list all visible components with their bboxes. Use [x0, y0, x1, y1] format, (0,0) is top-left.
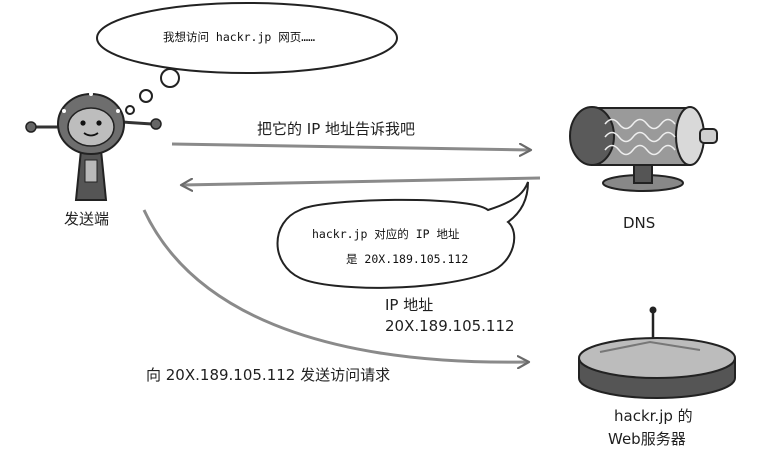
- web-server-icon: [578, 306, 736, 399]
- server-label-line2: Web服务器: [608, 430, 686, 448]
- sender-label: 发送端: [64, 210, 110, 228]
- response-arrow: [182, 176, 541, 185]
- dns-server-icon: [569, 106, 718, 192]
- query-arrow: [171, 142, 530, 150]
- ip-address-label: IP 地址: [385, 296, 434, 314]
- ip-address-value: 20X.189.105.112: [385, 317, 515, 335]
- sender-robot-icon: [25, 92, 162, 201]
- answer-bubble-line1: hackr.jp 对应的 IP 地址: [312, 227, 460, 241]
- access-request-label: 向 20X.189.105.112 发送访问请求: [146, 366, 391, 384]
- answer-bubble-line2: 是 20X.189.105.112: [346, 252, 469, 266]
- server-label-line1: hackr.jp 的: [614, 407, 693, 425]
- dns-label: DNS: [623, 214, 656, 232]
- answer-bubble: [276, 181, 529, 289]
- dns-query-label: 把它的 IP 地址告诉我吧: [257, 120, 416, 138]
- thought-bubble: [96, 2, 398, 115]
- access-arrow: [142, 209, 528, 362]
- thought-bubble-text: 我想访问 hackr.jp 网页……: [163, 30, 316, 44]
